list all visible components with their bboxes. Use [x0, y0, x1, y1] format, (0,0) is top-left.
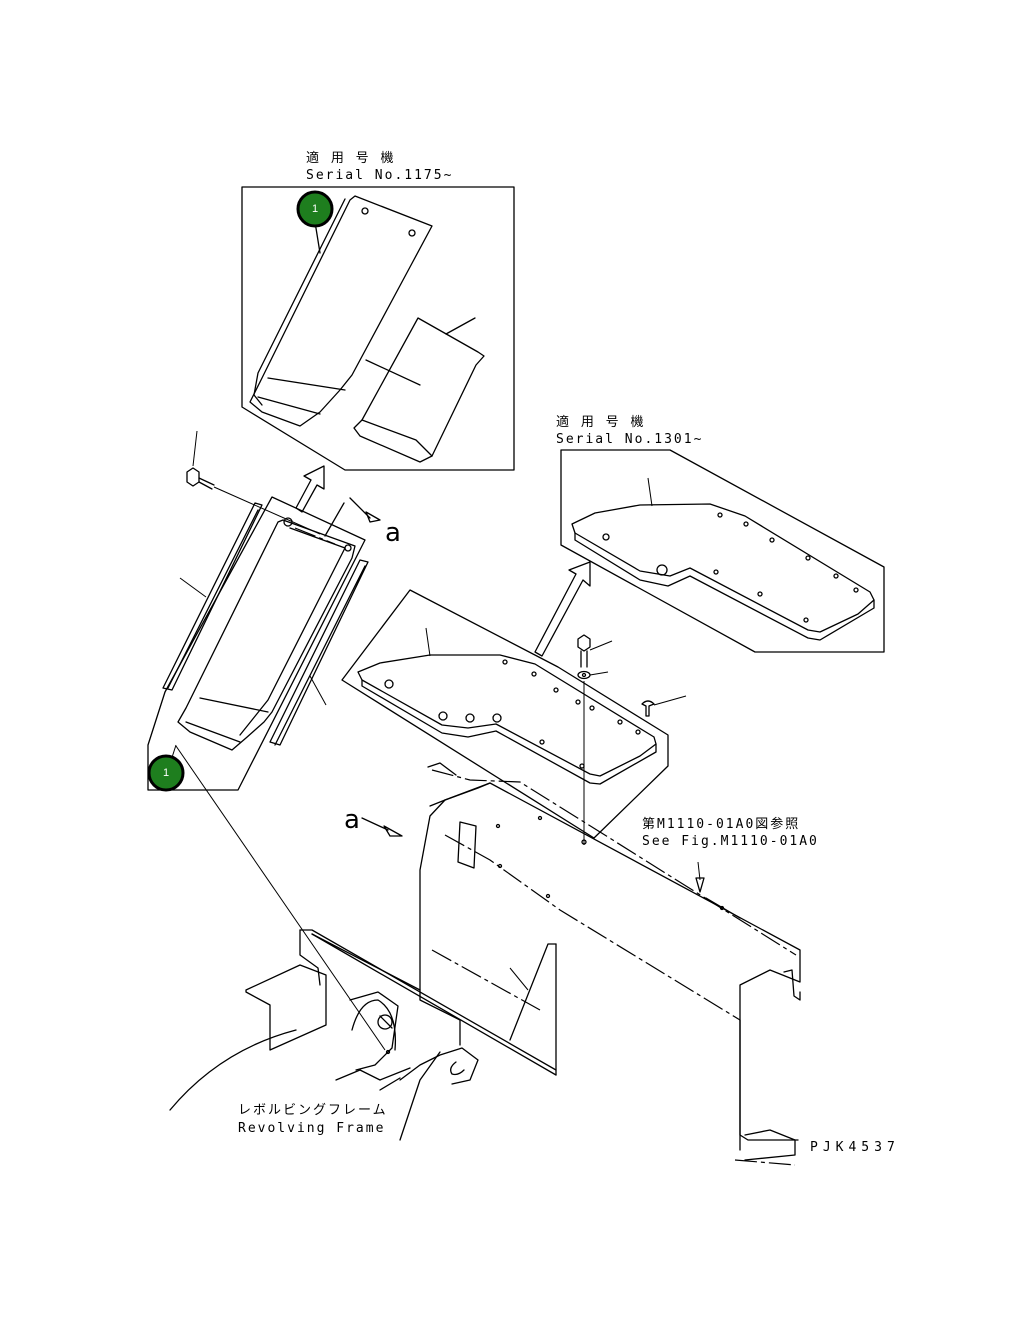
see-fig-en-label: See Fig.M1110-01A0 — [642, 834, 819, 849]
cap — [642, 701, 654, 716]
plate-bolt — [578, 635, 590, 667]
detail-top-jp-label: 適 用 号 機 — [306, 150, 395, 166]
callout-1-bottom-circle[interactable] — [149, 756, 183, 790]
revolving-frame-structure: a — [170, 746, 800, 1165]
frame-en-label: Revolving Frame — [238, 1121, 385, 1136]
detail-right-serial-label: Serial No.1301~ — [556, 432, 703, 447]
up-arrow-right — [535, 562, 590, 656]
callout-1-top-circle[interactable] — [298, 192, 332, 226]
cover-panel-long — [250, 196, 432, 426]
detail-box-serial-1175: 適 用 号 機 Serial No.1175~ — [242, 150, 514, 470]
see-fig-arrow — [696, 878, 704, 892]
detail-right-jp-label: 適 用 号 機 — [556, 414, 645, 430]
cover-panel-main — [178, 518, 355, 750]
rubber-strip-left — [163, 503, 262, 690]
callout-1-bottom[interactable]: 1 — [149, 756, 183, 790]
view-arrow-label-a-lower: a — [344, 805, 360, 835]
callout-1-top[interactable]: 1 — [298, 192, 332, 226]
frame-jp-label: レボルビングフレーム — [238, 1103, 388, 1118]
middle-plate-assembly — [342, 590, 686, 845]
left-panel-assembly: a — [148, 431, 401, 790]
drawing-code: PJK4537 — [810, 1140, 900, 1155]
see-fig-jp-label: 第M1110-01A0図参照 — [642, 816, 800, 832]
detail-box-serial-1301: 適 用 号 機 Serial No.1301~ — [556, 414, 884, 652]
leader-see-fig — [698, 862, 700, 880]
cover-plate-upper — [572, 478, 874, 640]
washer — [578, 672, 590, 679]
bolt-left — [187, 431, 320, 534]
up-arrow-top — [296, 466, 324, 512]
seal-panel — [354, 318, 484, 462]
view-arrow-label-a: a — [385, 518, 401, 548]
detail-top-serial-label: Serial No.1175~ — [306, 168, 453, 183]
rubber-strip-right — [270, 560, 368, 745]
